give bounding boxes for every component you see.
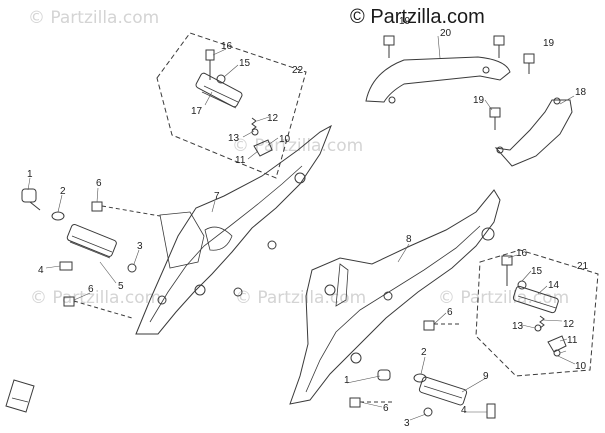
right-footrest-bracket (289, 189, 501, 405)
footpeg-9 (418, 376, 468, 406)
part-label: 16 (221, 41, 233, 52)
part-label: 6 (383, 403, 389, 414)
part-label: 10 (279, 134, 291, 145)
clip-2 (51, 211, 65, 221)
footpeg-17 (195, 72, 243, 108)
bolt-6-right-lower (349, 397, 361, 408)
brand-name: Partzilla.com (370, 6, 485, 28)
part-label: 17 (191, 106, 203, 117)
clip-2-right (413, 373, 427, 383)
bolt-6-right (423, 320, 435, 331)
bolt-19c (523, 53, 535, 64)
copyright-symbol: © (350, 6, 365, 28)
part-label: 21 (577, 261, 589, 272)
part-label: 11 (235, 155, 246, 166)
part-label: 8 (406, 234, 412, 245)
part-label: 19 (399, 16, 411, 27)
bolt-1 (21, 188, 37, 203)
part-label: 7 (214, 191, 220, 202)
plate-11-right (547, 335, 567, 353)
footrest-kit-frame (156, 32, 307, 179)
bolt-16 (205, 49, 215, 61)
part-label: 20 (440, 28, 452, 39)
part-label: 2 (421, 347, 427, 358)
bolt-1-right (377, 369, 391, 381)
pin-4 (59, 261, 73, 271)
part-label: 12 (563, 319, 575, 330)
bolt-19b (493, 35, 505, 46)
part-label: 6 (96, 178, 102, 189)
pin-4-right (486, 403, 496, 419)
part-label: 4 (461, 405, 467, 416)
part-label: 1 (27, 169, 33, 180)
footpeg-5 (66, 223, 117, 257)
washer-15 (216, 74, 226, 84)
left-footrest-bracket (135, 124, 332, 335)
part-label: 5 (118, 281, 124, 292)
bolt-6 (91, 201, 103, 212)
part-label: 15 (531, 266, 543, 277)
right-footrest-kit-frame (475, 249, 599, 377)
grab-handle-20 (365, 56, 511, 103)
spring-12 (251, 117, 257, 131)
plate-11 (253, 139, 273, 157)
part-label: 19 (543, 38, 555, 49)
watermark: © Partzilla.com (438, 288, 570, 308)
grab-handle-18 (494, 99, 573, 167)
partzilla-brand: © Partzilla.com (350, 6, 485, 29)
footpeg-14 (512, 285, 559, 314)
clip-3-right (423, 407, 433, 417)
part-label: 12 (267, 113, 279, 124)
part-label: 4 (38, 265, 44, 276)
part-label: 14 (548, 280, 560, 291)
bolt-19a (383, 35, 395, 46)
part-label: 11 (567, 335, 578, 346)
manual-icon (5, 379, 35, 413)
watermark: © Partzilla.com (28, 8, 160, 28)
watermark: © Partzilla.com (30, 288, 162, 308)
part-label: 18 (575, 87, 587, 98)
part-label: 2 (60, 186, 66, 197)
bolt-6-lower (63, 296, 75, 307)
part-label: 10 (575, 361, 587, 372)
part-label: 16 (516, 248, 528, 259)
clip-3 (127, 263, 137, 273)
part-label: 6 (447, 307, 453, 318)
part-label: 1 (344, 375, 350, 386)
part-label: 15 (239, 58, 251, 69)
part-label: 13 (228, 133, 240, 144)
part-label: 6 (88, 284, 94, 295)
left-bracket-inner (149, 165, 303, 323)
part-label: 3 (137, 241, 143, 252)
part-label: 13 (512, 321, 524, 332)
part-label: 3 (404, 418, 410, 429)
spring-12-right (539, 315, 545, 329)
right-bracket-inner (305, 225, 481, 393)
part-label: 22 (292, 65, 304, 76)
part-label: 9 (483, 371, 489, 382)
part-label: 19 (473, 95, 485, 106)
